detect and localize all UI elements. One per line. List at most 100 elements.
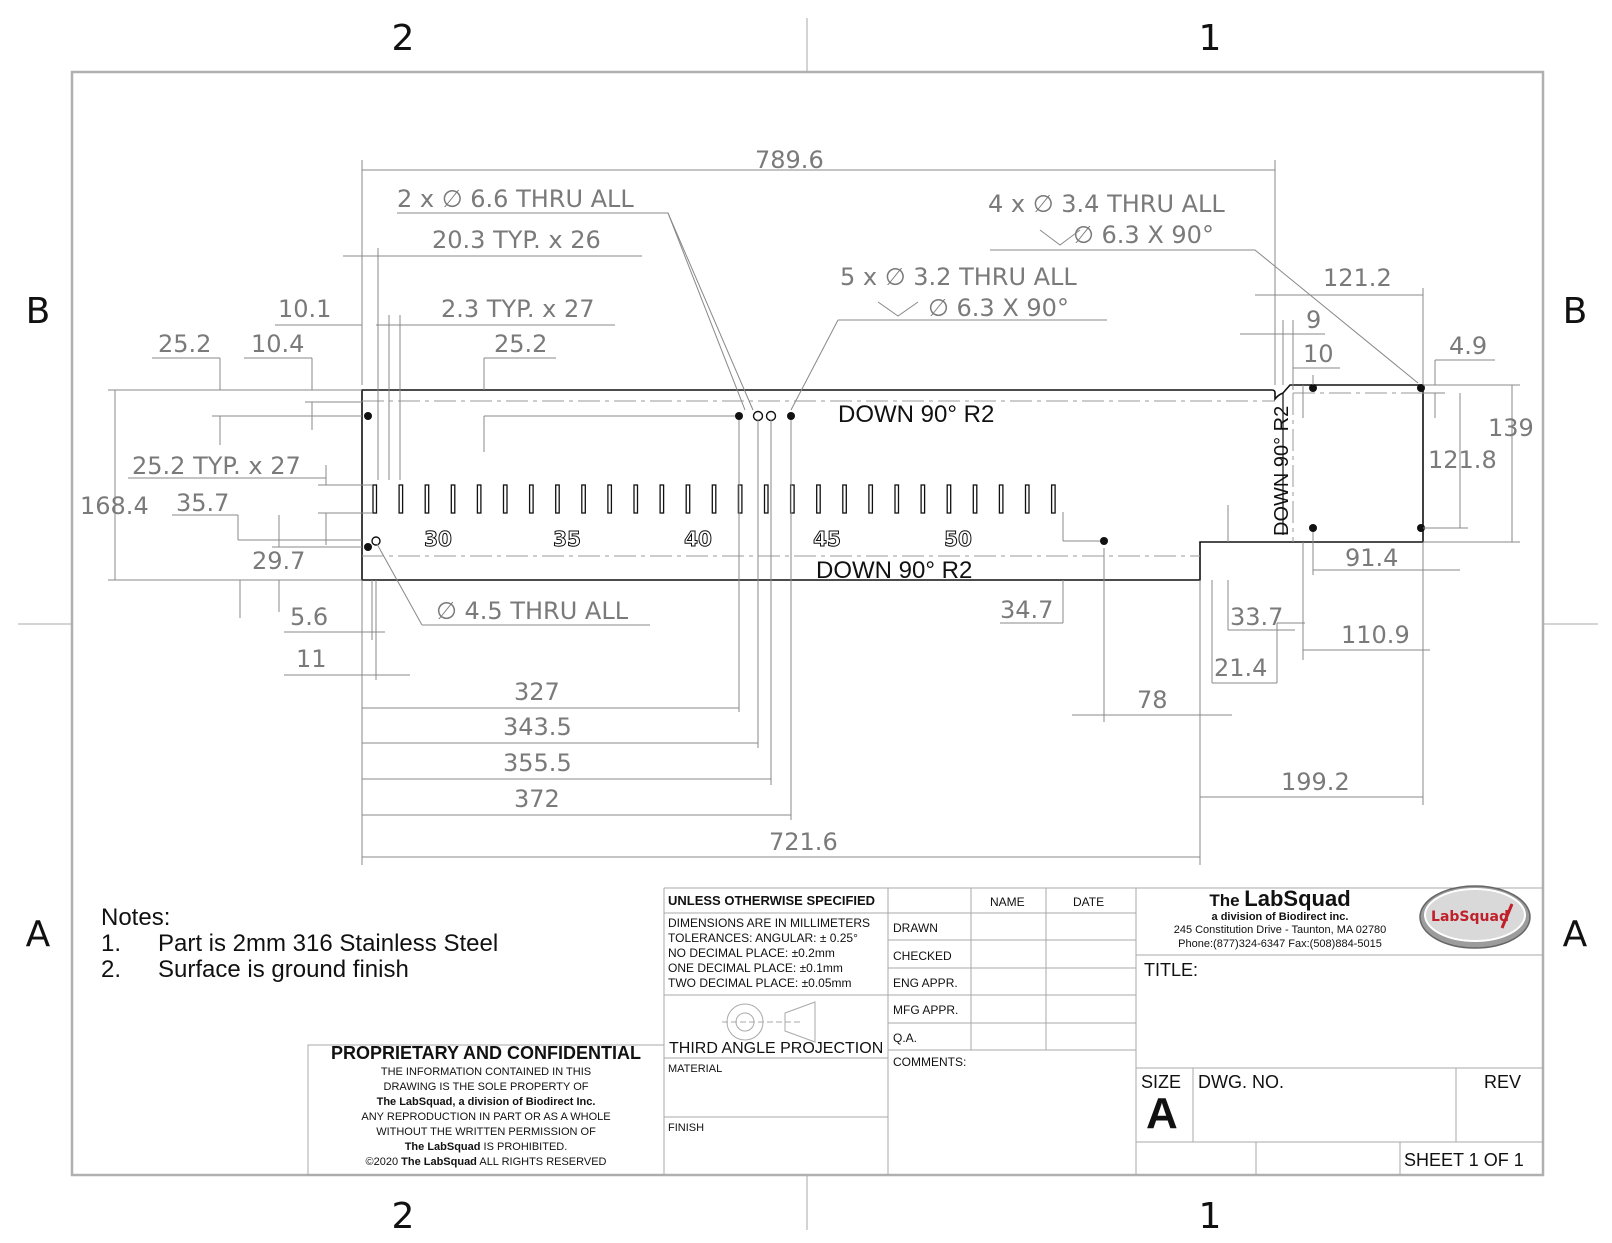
dim-21-4: 21.4	[1214, 654, 1267, 682]
comments-label: COMMENTS:	[893, 1055, 966, 1069]
dimension-lines	[108, 160, 1520, 865]
approvals-date-col: DATE	[1073, 895, 1104, 909]
slot	[581, 484, 586, 514]
tolerance-header: UNLESS OTHERWISE SPECIFIED	[668, 893, 875, 908]
dim-5-6: 5.6	[290, 603, 328, 631]
dim-343-5: 343.5	[503, 713, 572, 741]
tolerance-line: TOLERANCES: ANGULAR: ± 0.25°	[668, 931, 858, 945]
dim-372: 372	[514, 785, 560, 813]
dim-721-6: 721.6	[769, 828, 838, 856]
labsquad-logo: LabSquad	[1419, 885, 1531, 949]
hole-left-bottom	[364, 543, 372, 551]
slot	[685, 484, 691, 514]
dim-110-9: 110.9	[1341, 621, 1410, 649]
slot-row	[372, 484, 1056, 514]
proprietary-line: DRAWING IS THE SOLE PROPERTY OF	[384, 1081, 589, 1093]
proprietary-title: PROPRIETARY AND CONFIDENTIAL	[331, 1043, 641, 1063]
dim-121-8: 121.8	[1428, 446, 1497, 474]
bend-label-top: DOWN 90° R2	[838, 401, 994, 428]
hole-flange-tl	[1309, 384, 1317, 392]
slot	[763, 484, 769, 514]
ruler-50: 50	[944, 527, 972, 551]
note-1-num: 1.	[101, 930, 121, 957]
hole-left-top	[364, 412, 372, 420]
approval-row-eng: ENG APPR.	[893, 976, 958, 990]
proprietary-line: The LabSquad IS PROHIBITED.	[405, 1141, 568, 1153]
dim-199-2: 199.2	[1281, 768, 1350, 796]
title-label: TITLE:	[1144, 960, 1198, 980]
zone-col-2-top: 2	[392, 18, 415, 59]
callout-slot-len: 25.2 TYP. x 27	[132, 452, 301, 480]
dim-10-1: 10.1	[278, 295, 331, 323]
slot	[737, 484, 743, 514]
slot	[502, 484, 508, 514]
slot	[476, 484, 482, 514]
bend-label-bottom: DOWN 90° R2	[816, 557, 972, 584]
approval-row-checked: CHECKED	[893, 949, 952, 963]
dim-139: 139	[1488, 414, 1534, 442]
third-angle-projection-icon	[722, 1001, 816, 1043]
proprietary-line: ©2020 The LabSquad ALL RIGHTS RESERVED	[365, 1156, 606, 1168]
zone-labels: 2 1 2 1 B B A A	[26, 18, 1588, 1237]
ruler-40: 40	[684, 527, 712, 551]
slot	[972, 484, 978, 514]
dim-327: 327	[514, 678, 560, 706]
dim-168-4: 168.4	[80, 492, 149, 520]
hole-45	[371, 536, 381, 546]
projection-label: THIRD ANGLE PROJECTION	[669, 1040, 883, 1057]
dim-355-5: 355.5	[503, 749, 572, 777]
slot	[894, 484, 900, 514]
hole-3555	[765, 410, 777, 422]
bend-label-right: DOWN 90° R2	[1271, 406, 1293, 536]
slot	[920, 484, 926, 514]
slot	[424, 484, 430, 514]
slot	[555, 484, 560, 514]
notes: Notes: 1. Part is 2mm 316 Stainless Stee…	[101, 904, 498, 983]
note-2-text: Surface is ground finish	[158, 956, 409, 983]
slot	[372, 484, 378, 514]
ruler-numbers: 30 35 40 45 50	[424, 527, 973, 552]
proprietary-line: ANY REPRODUCTION IN PART OR AS A WHOLE	[361, 1111, 610, 1123]
slot	[998, 484, 1004, 514]
zone-row-a-left: A	[26, 914, 51, 955]
dim-4-9: 4.9	[1449, 332, 1487, 360]
approvals-block: NAME DATE DRAWN CHECKED ENG APPR. MFG AP…	[893, 895, 1104, 1069]
company-block: The LabSquad a division of Biodirect inc…	[1174, 886, 1387, 950]
slot	[1050, 484, 1056, 514]
dim-10-4: 10.4	[251, 330, 304, 358]
tolerance-line: DIMENSIONS ARE IN MILLIMETERS	[668, 916, 870, 930]
tolerance-line: ONE DECIMAL PLACE: ±0.1mm	[668, 961, 843, 975]
dim-11: 11	[296, 645, 327, 673]
dim-25-2-left: 25.2	[158, 330, 211, 358]
dim-789-6: 789.6	[755, 146, 824, 174]
tolerance-line: TWO DECIMAL PLACE: ±0.05mm	[668, 976, 852, 990]
dim-29-7: 29.7	[252, 547, 305, 575]
tolerance-block: UNLESS OTHERWISE SPECIFIED DIMENSIONS AR…	[668, 893, 883, 1134]
dwg-no-label: DWG. NO.	[1198, 1072, 1284, 1092]
part-outline	[361, 384, 1424, 581]
slot	[868, 484, 874, 514]
zone-row-b-left: B	[26, 291, 51, 332]
dimension-text: 789.6 2 x ∅ 6.6 THRU ALL 20.3 TYP. x 26 …	[80, 146, 1534, 856]
note-2-num: 2.	[101, 956, 121, 983]
approval-row-drawn: DRAWN	[893, 921, 938, 935]
slot	[1024, 484, 1030, 514]
size-label: SIZE	[1141, 1072, 1181, 1092]
sheet-label: SHEET 1 OF 1	[1404, 1150, 1524, 1170]
drawing-info-block: TITLE: SIZE A DWG. NO. REV SHEET 1 OF 1	[1141, 960, 1524, 1170]
dim-78: 78	[1137, 686, 1168, 714]
slot	[842, 484, 847, 514]
title-block	[307, 887, 1543, 1176]
slot	[711, 484, 717, 514]
slot	[633, 484, 639, 514]
material-label: MATERIAL	[668, 1063, 722, 1075]
proprietary-block: PROPRIETARY AND CONFIDENTIAL THE INFORMA…	[331, 1043, 641, 1168]
dim-10: 10	[1303, 340, 1334, 368]
callout-holes-34: 4 x ∅ 3.4 THRU ALL	[988, 190, 1225, 218]
callout-slot-width: 2.3 TYP. x 27	[441, 295, 594, 323]
approval-row-qa: Q.A.	[893, 1031, 917, 1045]
ruler-35: 35	[553, 527, 581, 551]
note-1-text: Part is 2mm 316 Stainless Steel	[158, 930, 498, 957]
zone-row-b-right: B	[1563, 291, 1588, 332]
